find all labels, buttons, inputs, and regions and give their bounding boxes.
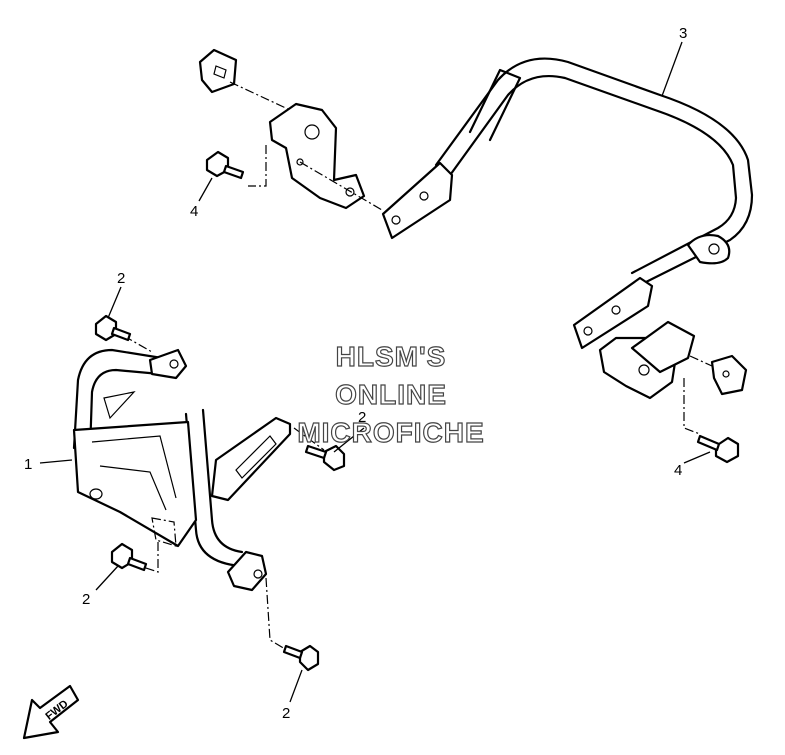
leader-4-upper [198, 177, 213, 202]
callout-2-top: 2 [117, 270, 125, 287]
leader-1 [39, 459, 73, 464]
watermark-line-3: MICROFICHE [297, 417, 484, 448]
callout-2-bottom: 2 [282, 705, 290, 722]
leader-3 [661, 41, 683, 97]
upper-left-mount-bracket [198, 48, 383, 211]
leader-2-top [107, 286, 122, 319]
watermark-line-2: ONLINE [335, 379, 447, 410]
watermark: HLSM'S ONLINE MICROFICHE [297, 340, 485, 448]
callout-2-center: 2 [358, 409, 366, 426]
leader-2-bottom [289, 669, 303, 703]
right-mount-bracket [598, 320, 748, 435]
callout-3: 3 [679, 25, 687, 42]
bolt-front-center [304, 444, 346, 472]
watermark-line-1: HLSM'S [336, 341, 447, 372]
callout-2-lower-left: 2 [82, 591, 90, 608]
leader-2-center [333, 427, 365, 453]
callout-1: 1 [24, 456, 32, 473]
bolt-right [696, 434, 740, 464]
bolt-upper-left [205, 150, 245, 180]
bolt-front-bottom [282, 644, 320, 672]
callout-4-upper: 4 [190, 203, 198, 220]
front-guard [72, 335, 325, 653]
rear-guard-bar [381, 57, 754, 350]
bolt-front-top [94, 314, 132, 342]
leader-4-right [683, 451, 711, 464]
callout-4-right: 4 [674, 462, 682, 479]
fwd-arrow-icon: FWD [22, 684, 80, 740]
leader-2-lower-left [95, 565, 119, 591]
bolt-front-lower-left [110, 542, 148, 572]
